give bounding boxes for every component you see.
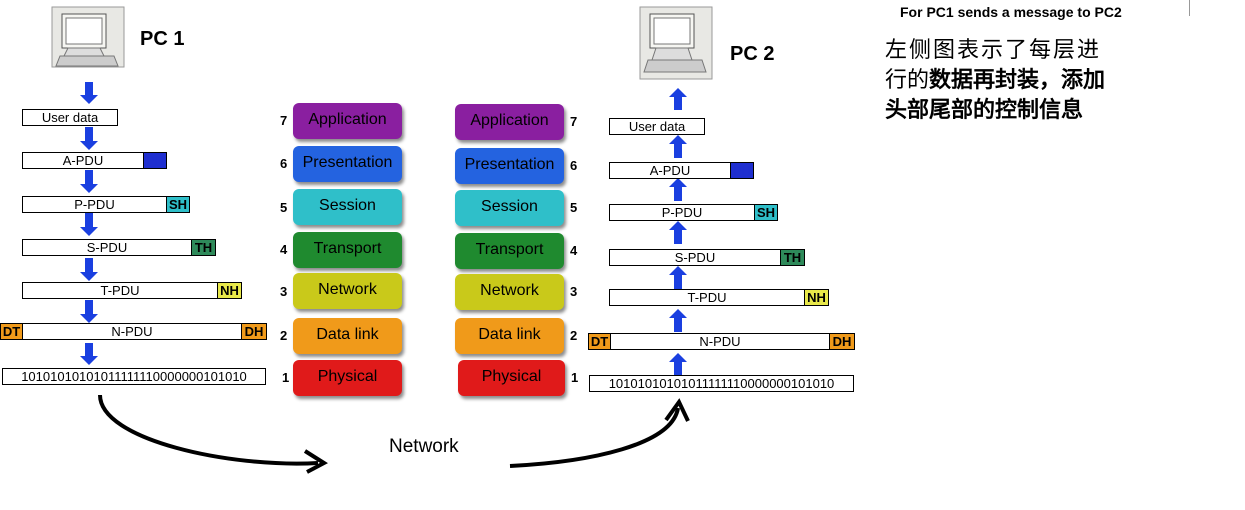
up-arrow-icon (669, 178, 687, 201)
layer-number: 6 (280, 156, 288, 171)
annotation-line-2-bold: 数据再封装，添加 (929, 68, 1106, 93)
layer-number: 3 (570, 284, 578, 299)
layer-number: 3 (280, 284, 288, 299)
pc1-sh-header: SH (166, 196, 190, 213)
down-arrow-icon (80, 300, 98, 323)
network-curve-left-arrow (98, 394, 319, 466)
layer-physical-right: Physical (458, 360, 565, 396)
up-arrow-icon (669, 266, 687, 289)
annotation-line-1: 左侧图表示了每层进 (885, 38, 1102, 63)
pc1-dt-trailer: DT (0, 323, 23, 340)
pc2-th-header: TH (780, 249, 805, 266)
layer-number: 6 (570, 158, 578, 173)
arrowhead-icon (664, 398, 690, 422)
up-arrow-icon (669, 353, 687, 375)
layer-transport-right: Transport (455, 233, 564, 269)
pc2-a-pdu: A-PDU (609, 162, 731, 179)
pc1-t-pdu: T-PDU (22, 282, 218, 299)
down-arrow-icon (80, 170, 98, 193)
header-note: For PC1 sends a message to PC2 (900, 4, 1122, 20)
down-arrow-icon (80, 258, 98, 281)
pc2-ph-header: PH (730, 162, 754, 179)
pc1-label: PC 1 (140, 28, 185, 50)
layer-datalink-right: Data link (455, 318, 564, 354)
pc2-label: PC 2 (730, 43, 775, 65)
layer-number: 5 (280, 200, 288, 215)
up-arrow-icon (669, 88, 687, 110)
pc1-th-header: TH (191, 239, 216, 256)
annotation-text: 左侧图表示了每层进 行的数据再封装，添加 头部尾部的控制信息 (885, 36, 1105, 126)
up-arrow-icon (669, 221, 687, 244)
pc2-nh-header: NH (804, 289, 829, 306)
layer-application-right: Application (455, 104, 564, 140)
pc2-sh-header: SH (754, 204, 778, 221)
layer-number: 5 (570, 200, 578, 215)
layer-number: 4 (570, 243, 578, 258)
pc1-down-arrows (80, 82, 98, 365)
layer-session-left: Session (293, 189, 402, 225)
pc2-computer-icon (639, 6, 713, 80)
arrowhead-icon (303, 449, 328, 474)
network-label: Network (389, 436, 459, 457)
pc1-dh-header: DH (241, 323, 267, 340)
layer-transport-left: Transport (293, 232, 402, 268)
pc1-ph-header: PH (143, 152, 167, 169)
pc2-dh-header: DH (829, 333, 855, 350)
pc2-p-pdu: P-PDU (609, 204, 755, 221)
layer-number: 2 (280, 328, 288, 343)
down-arrow-icon (80, 82, 98, 104)
pc2-user-data: User data (609, 118, 705, 135)
network-curve-right-arrow (509, 407, 680, 468)
layer-application-left: Application (293, 103, 402, 139)
pc2-t-pdu: T-PDU (609, 289, 805, 306)
divider (1189, 0, 1190, 16)
pc2-up-arrows (669, 88, 687, 375)
pc2-s-pdu: S-PDU (609, 249, 781, 266)
layer-network-right: Network (455, 274, 564, 310)
layer-number: 7 (280, 113, 288, 128)
layer-number: 4 (280, 242, 288, 257)
layer-physical-left: Physical (293, 360, 402, 396)
layer-number: 1 (282, 370, 290, 385)
down-arrow-icon (80, 127, 98, 150)
layer-session-right: Session (455, 190, 564, 226)
layer-number: 2 (570, 328, 578, 343)
down-arrow-icon (80, 343, 98, 365)
annotation-line-2: 行的数据再封装，添加 (885, 66, 1105, 96)
up-arrow-icon (669, 309, 687, 332)
layer-number: 7 (570, 114, 578, 129)
pc2-n-pdu: N-PDU (610, 333, 830, 350)
annotation-line-3: 头部尾部的控制信息 (885, 98, 1084, 123)
annotation-line-2-normal: 行的 (885, 68, 930, 93)
pc1-bitstream: 10101010101011111110000000101010 (2, 368, 266, 385)
down-arrow-icon (80, 213, 98, 236)
pc1-a-pdu: A-PDU (22, 152, 144, 169)
pc1-computer-icon (51, 6, 125, 68)
layer-presentation-right: Presentation (455, 148, 564, 184)
pc1-n-pdu: N-PDU (22, 323, 242, 340)
pc2-bitstream: 10101010101011111110000000101010 (589, 375, 854, 392)
pc2-dt-trailer: DT (588, 333, 611, 350)
layer-network-left: Network (293, 273, 402, 309)
layer-presentation-left: Presentation (293, 146, 402, 182)
layer-number: 1 (571, 370, 579, 385)
pc1-nh-header: NH (217, 282, 242, 299)
up-arrow-icon (669, 135, 687, 158)
layer-datalink-left: Data link (293, 318, 402, 354)
pc1-s-pdu: S-PDU (22, 239, 192, 256)
pc1-p-pdu: P-PDU (22, 196, 167, 213)
pc1-user-data: User data (22, 109, 118, 126)
